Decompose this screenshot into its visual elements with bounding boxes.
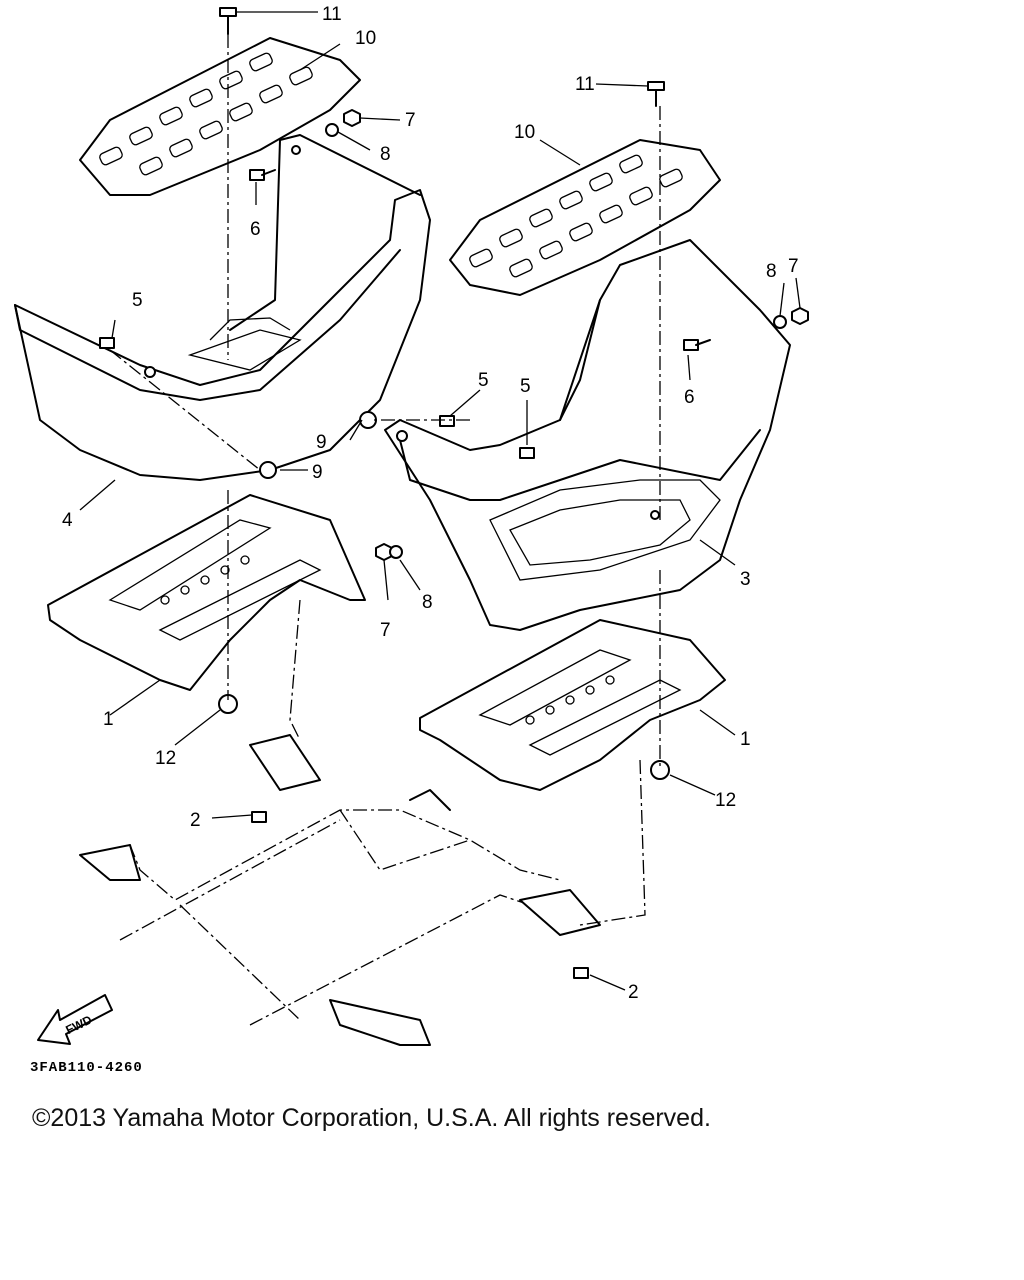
callout-8-center: 8 [422,592,433,613]
callout-7-center: 7 [380,620,391,641]
left-guard-plate-part-1 [47,494,366,691]
callout-11-right: 11 [575,74,595,95]
callout-10-left: 10 [355,28,376,49]
callout-4: 4 [62,510,73,531]
right-footrest-part-3 [384,239,791,631]
callout-9-center: 9 [316,432,327,453]
callout-7-right: 7 [788,256,799,277]
callout-8-top: 8 [380,144,391,165]
fwd-arrow-icon: FWD [37,994,113,1045]
leader-lines [79,11,801,991]
callout-1-right: 1 [740,729,751,750]
callout-8-right: 8 [766,261,777,282]
callout-5-center: 5 [478,370,489,391]
right-guard-plate-part-1 [419,619,726,791]
callout-2-right: 2 [628,982,639,1003]
exploded-parts-diagram: 1 1 2 2 3 4 5 5 5 6 6 7 7 8 8 8 9 9 10 1… [14,4,809,1046]
callout-5-right: 5 [520,376,531,397]
callout-12-left: 12 [155,748,176,769]
fasteners [99,7,809,979]
callout-1-left: 1 [103,709,114,730]
callout-numbers: 1 1 2 2 3 4 5 5 5 6 6 7 7 8 8 8 9 9 10 1… [62,4,799,1003]
left-footrest-part-4 [14,134,431,481]
frame-outline [79,734,601,1046]
callout-11-left: 11 [322,4,342,25]
callout-3: 3 [740,569,751,590]
left-step-board-part-10 [79,37,361,196]
callout-10-right: 10 [514,122,535,143]
callout-12-right: 12 [715,790,736,811]
callout-7-top: 7 [405,110,416,131]
drawing-code: 3FAB110-4260 [30,1060,143,1076]
alignment-lines [109,34,661,926]
callout-9-left: 9 [312,462,323,483]
right-step-board-part-10 [449,139,721,296]
callout-2-left: 2 [190,810,201,831]
callout-5-left: 5 [132,290,143,311]
copyright-notice: ©2013 Yamaha Motor Corporation, U.S.A. A… [32,1104,711,1132]
callout-6-left: 6 [250,219,261,240]
callout-6-right: 6 [684,387,695,408]
